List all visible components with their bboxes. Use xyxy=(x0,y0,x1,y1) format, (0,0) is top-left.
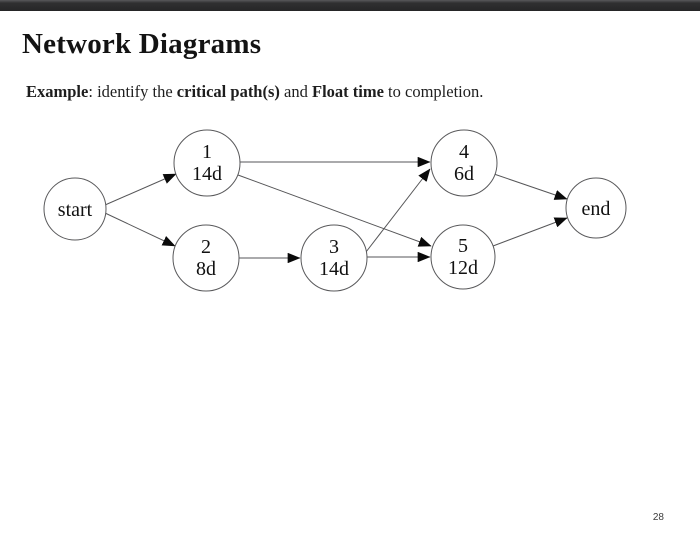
page-number: 28 xyxy=(652,512,664,523)
edge-3-to-4 xyxy=(365,168,431,253)
node-4-label: 4 xyxy=(459,141,469,163)
node-5-duration: 12d xyxy=(448,257,478,279)
node-2-circle xyxy=(172,224,240,292)
node-5-label: 5 xyxy=(458,235,468,257)
page-title: Network Diagrams xyxy=(22,28,262,60)
node-4-circle xyxy=(430,129,498,197)
instruction-segment-1: identify the xyxy=(97,82,177,101)
instruction-text: Example: identify the critical path(s) a… xyxy=(26,82,483,102)
instruction-segment-2: and xyxy=(279,82,312,101)
node-3: 3 14d xyxy=(300,224,368,292)
node-3-duration: 14d xyxy=(319,258,349,280)
node-2-label: 2 xyxy=(201,236,211,258)
node-3-label: 3 xyxy=(329,236,339,258)
node-1-label: 1 xyxy=(202,141,212,163)
instruction-float-time-label: Float time xyxy=(311,82,384,101)
node-5-circle xyxy=(430,224,496,290)
instruction-separator: : xyxy=(88,82,98,101)
slide-top-accent-bar xyxy=(0,0,700,11)
instruction-segment-3: to completion. xyxy=(383,82,484,101)
node-start: start xyxy=(43,177,107,241)
node-1-duration: 14d xyxy=(192,163,222,185)
node-end-circle xyxy=(565,177,627,239)
instruction-example-label: Example xyxy=(26,82,89,101)
edge-start-to-2 xyxy=(104,212,176,247)
node-end: end xyxy=(565,177,627,239)
node-1: 1 14d xyxy=(173,129,241,197)
node-2: 2 8d xyxy=(172,224,240,292)
node-1-circle xyxy=(173,129,241,197)
edge-5-to-end xyxy=(492,217,568,247)
node-start-circle xyxy=(43,177,107,241)
node-4-duration: 6d xyxy=(454,163,474,185)
node-start-label: start xyxy=(58,199,93,221)
node-3-circle xyxy=(300,224,368,292)
node-4: 4 6d xyxy=(430,129,498,197)
node-5: 5 12d xyxy=(430,224,496,290)
edge-start-to-1 xyxy=(104,173,177,206)
edge-4-to-end xyxy=(493,173,568,200)
node-2-duration: 8d xyxy=(196,258,216,280)
edge-1-to-5 xyxy=(237,174,432,247)
instruction-critical-path-label: critical path(s) xyxy=(176,82,280,101)
node-end-label: end xyxy=(582,198,611,220)
